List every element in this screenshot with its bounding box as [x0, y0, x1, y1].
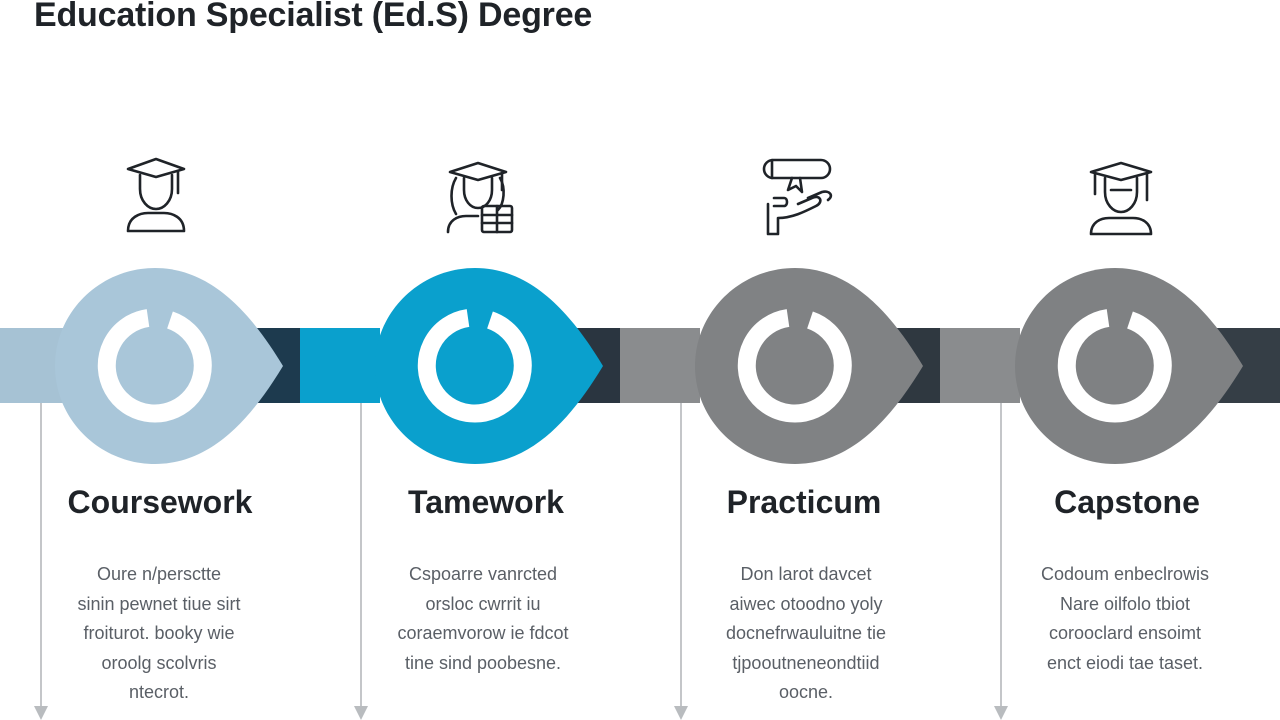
progress-rings	[97, 309, 1172, 423]
step-node-2	[375, 268, 603, 464]
description-line: Oure n/persctte	[96, 564, 222, 584]
step-description-capstone: Codoum enbeclrowis Nare oilfolo tbiot co…	[1000, 560, 1250, 678]
description-line: Codoum enbeclrowis	[1040, 564, 1210, 584]
step-title-capstone: Capstone	[1054, 484, 1200, 520]
description-line: oroolg scolvris	[101, 652, 217, 673]
description-line: tjpooutneneondtiid	[732, 652, 880, 673]
step-title-practicum: Practicum	[726, 484, 882, 520]
description-line: docnefrwauluitne tie	[725, 623, 887, 643]
graduate-cap-icon	[1089, 161, 1153, 236]
description-line: Don larot davcet	[740, 564, 872, 584]
description-line: tine sind poobesne.	[404, 652, 562, 673]
ring-4	[1057, 309, 1172, 423]
diploma-hand-icon	[762, 158, 833, 236]
step-title-coursework: Coursework	[67, 484, 253, 520]
ring-1	[97, 309, 212, 423]
graduate-with-books-icon	[446, 161, 514, 234]
step-node-3	[695, 268, 923, 464]
step-title-tamework: Tamework	[408, 484, 564, 520]
step-description-coursework: Oure n/persctte sinin pewnet tiue sirt f…	[34, 560, 284, 708]
description-line: coraemvorow ie fdcot	[397, 623, 569, 643]
description-line: Nare oilfolo tbiot	[1059, 593, 1191, 614]
step-node-4	[1015, 268, 1243, 464]
step-description-practicum: Don larot davcet aiwec otoodno yoly docn…	[681, 560, 931, 708]
connector-arrowheads	[34, 706, 1008, 720]
description-line: enct eiodi tae taset.	[1046, 652, 1204, 673]
description-line: aiwec otoodno yoly	[729, 593, 883, 614]
description-line: orsloc cwrrit iu	[425, 593, 541, 614]
graduate-student-icon	[126, 157, 186, 233]
description-line: oocne.	[778, 682, 834, 702]
page-title: Education Specialist (Ed.S) Degree	[34, 0, 593, 34]
description-line: ntecrot.	[128, 682, 190, 702]
ring-3	[737, 309, 852, 423]
step-node-1	[55, 268, 283, 464]
description-line: froiturot. booky wie	[83, 623, 235, 643]
step-description-tamework: Cspoarre vanrcted orsloc cwrrit iu corae…	[358, 560, 608, 678]
description-line: Cspoarre vanrcted	[408, 564, 558, 584]
description-line: sinin pewnet tiue sirt	[77, 593, 241, 614]
description-line: corooclard ensoimt	[1048, 623, 1202, 643]
connector-lines	[40, 400, 1002, 712]
ring-2	[417, 309, 532, 423]
